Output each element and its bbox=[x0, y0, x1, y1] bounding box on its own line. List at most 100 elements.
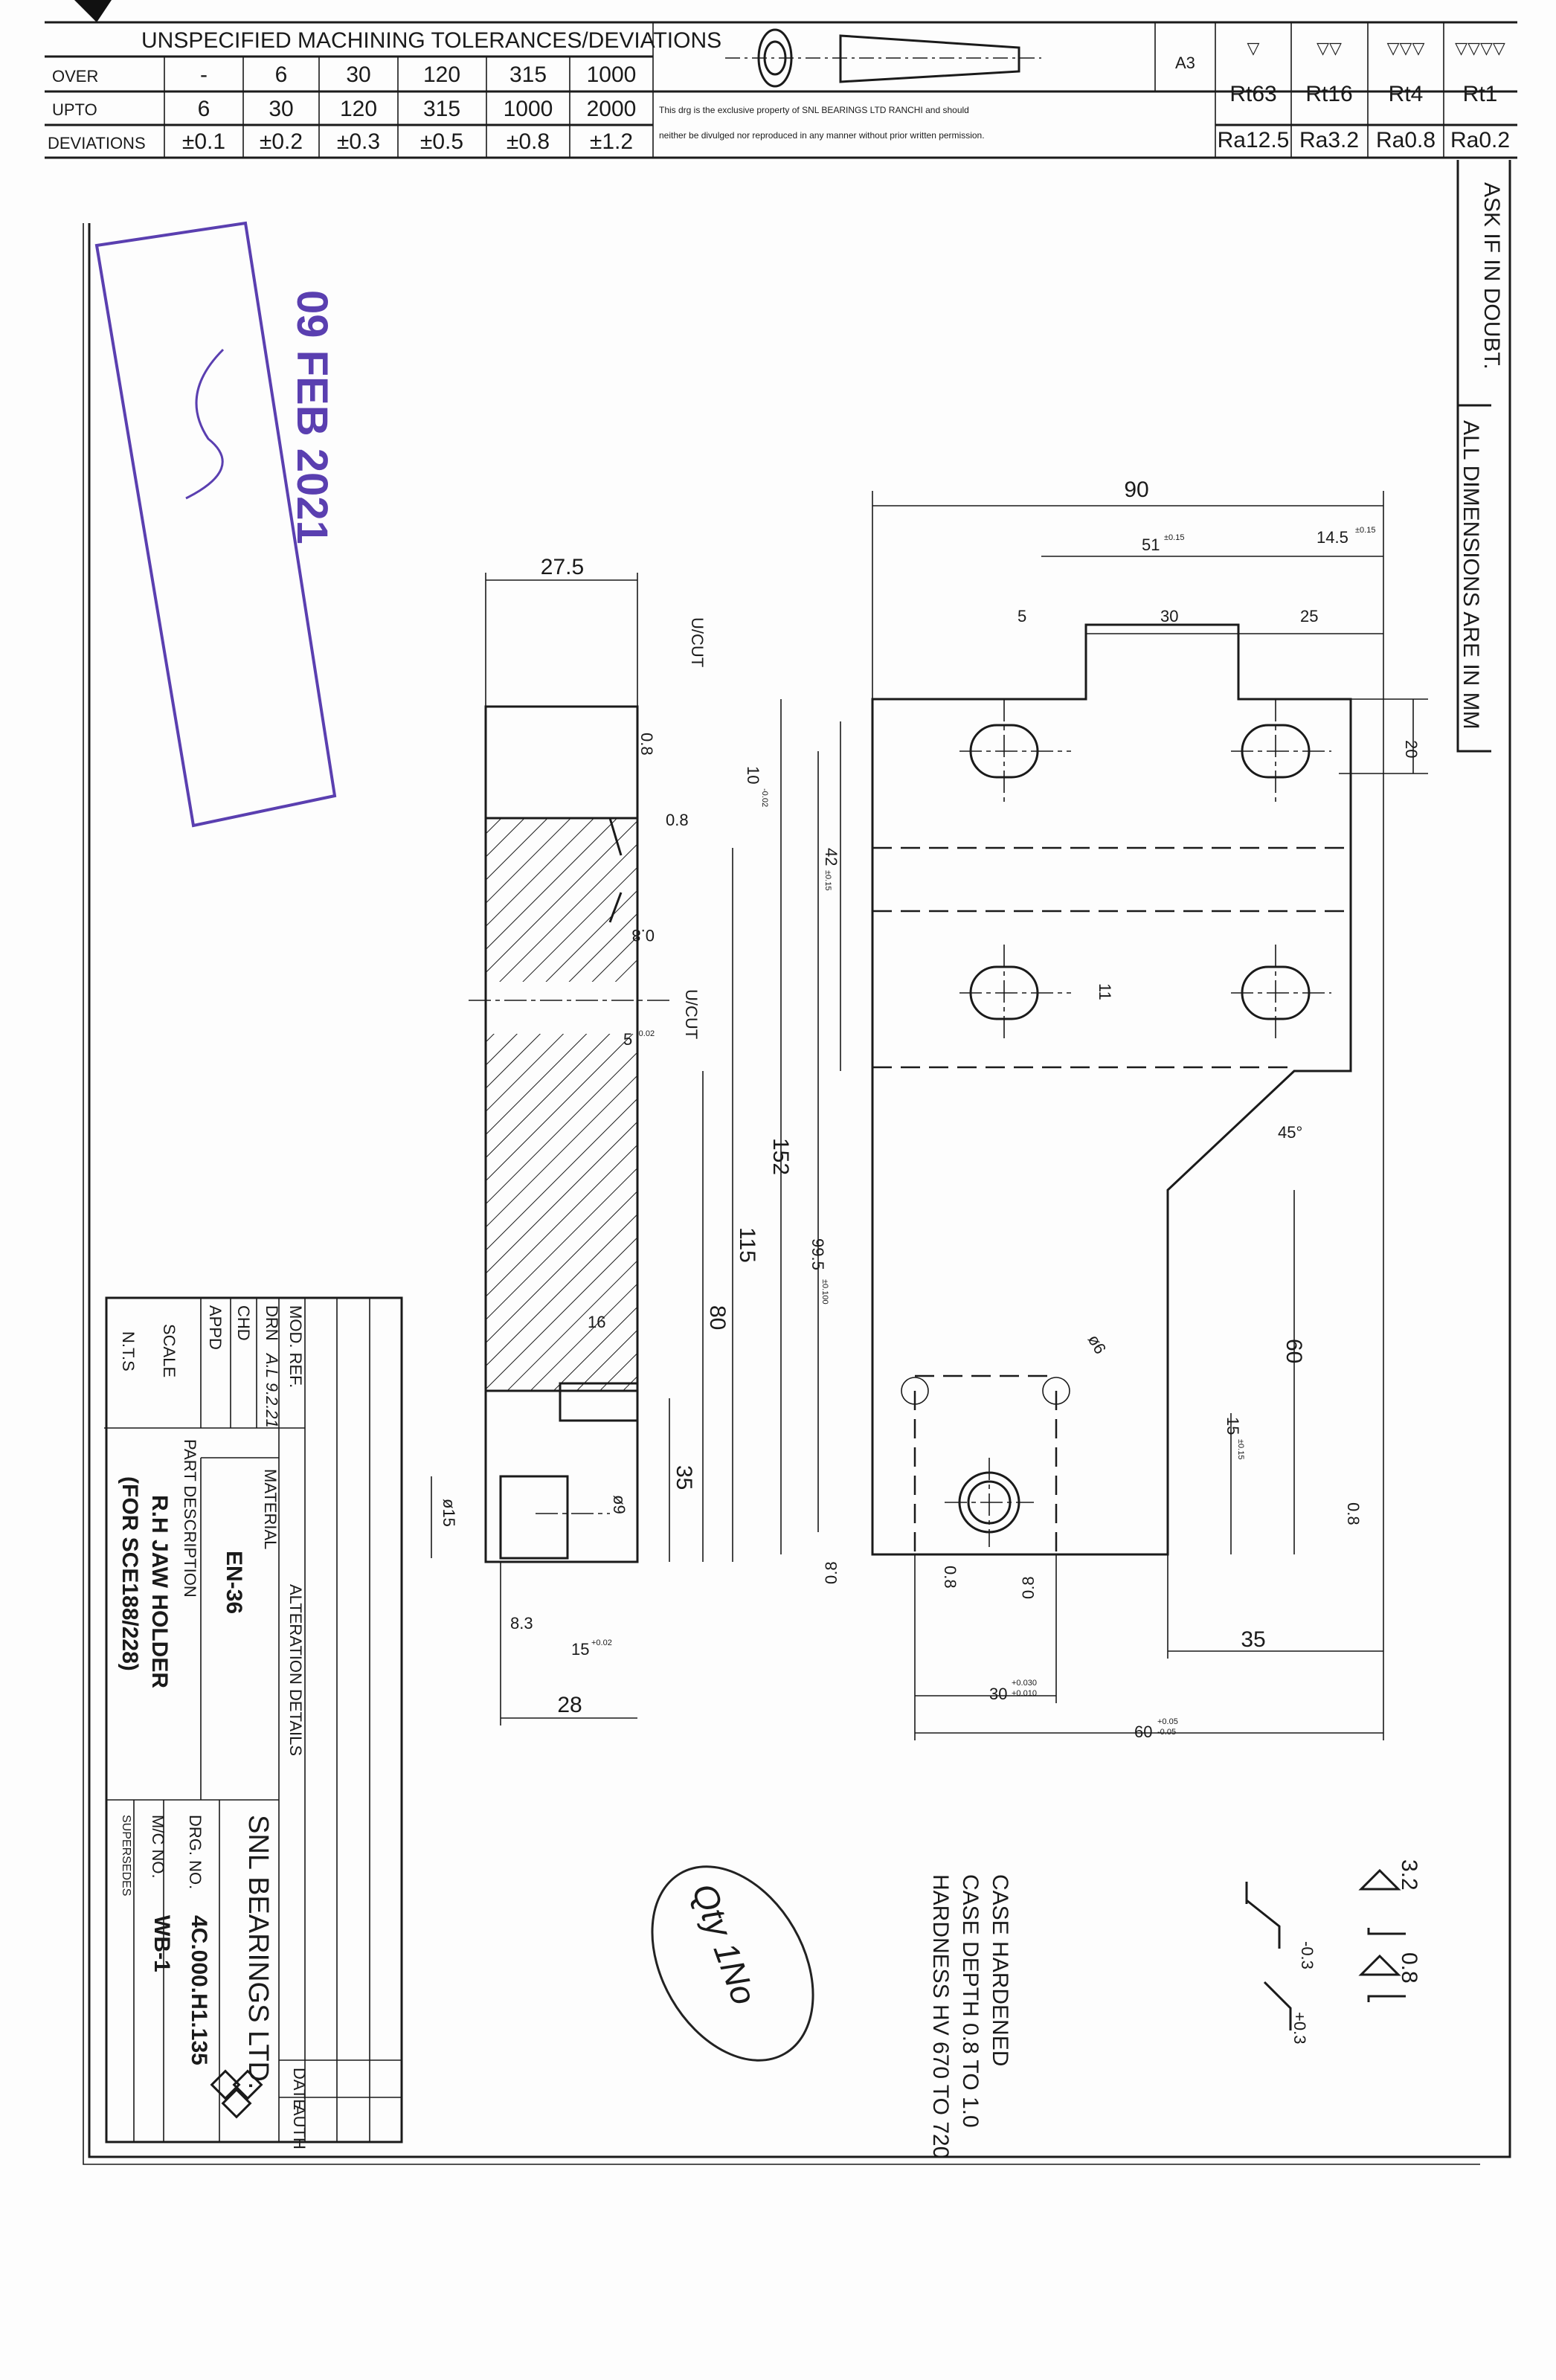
undercut-label: U/CUT bbox=[688, 617, 707, 667]
dim-15-tol: +0.02 bbox=[591, 1638, 612, 1647]
deviation-cell: ±0.1 bbox=[182, 129, 225, 154]
undercut-label-2: U/CUT bbox=[682, 989, 701, 1039]
part-name: R.H JAW HOLDER bbox=[147, 1495, 172, 1688]
deviation-cell: ±0.3 bbox=[337, 129, 380, 154]
dim-30-fit: 30 bbox=[989, 1685, 1007, 1703]
roughness-0-8: 0.8 bbox=[1019, 1576, 1038, 1599]
rt-cell: Rt63 bbox=[1229, 82, 1276, 106]
dim-60-tol-upper: +0.05 bbox=[1157, 1717, 1178, 1726]
dim-60-fit: 60 bbox=[1134, 1723, 1152, 1741]
surface-finish-legend: 3.2 0.8 -0.3 +0.3 bbox=[1245, 1859, 1421, 2044]
appd-label: APPD bbox=[206, 1305, 225, 1350]
dim-10: 10 bbox=[744, 766, 762, 784]
deviation-cell: ±0.8 bbox=[507, 129, 550, 154]
rt-cell: Rt16 bbox=[1305, 82, 1352, 106]
dim-115: 115 bbox=[735, 1227, 759, 1263]
dim-99-5-tol: ±0.100 bbox=[820, 1279, 829, 1305]
scan-shadow bbox=[74, 0, 112, 22]
general-notes-strip: ASK IF IN DOUBT. ALL DIMENSIONS ARE IN M… bbox=[1456, 160, 1504, 753]
row-label-upto: UPTO bbox=[52, 100, 97, 119]
dim-30: 30 bbox=[1160, 607, 1178, 625]
dim-60: 60 bbox=[1282, 1339, 1306, 1363]
over-cell: 315 bbox=[509, 62, 547, 87]
dim-80: 80 bbox=[705, 1305, 730, 1330]
dim-15-tol: ±0.15 bbox=[1236, 1439, 1245, 1459]
note-line: CASE HARDENED bbox=[988, 1874, 1012, 2066]
material-label: MATERIAL bbox=[261, 1469, 280, 1549]
scale-value: N.T.S bbox=[119, 1331, 138, 1371]
rt-cell: Rt1 bbox=[1463, 82, 1498, 106]
dim-42-tol: ±0.15 bbox=[823, 870, 832, 890]
dim-dia-6: ø6 bbox=[1084, 1331, 1110, 1357]
upto-cell: 2000 bbox=[587, 97, 637, 121]
company-name: SNL BEARINGS LTD. bbox=[242, 1815, 274, 2090]
tolerance-title: UNSPECIFIED MACHINING TOLERANCES/DEVIATI… bbox=[141, 28, 721, 53]
dim-152: 152 bbox=[768, 1138, 793, 1175]
dim-51-tol: ±0.15 bbox=[1164, 533, 1184, 542]
mod-ref-label: MOD. REF. bbox=[286, 1305, 305, 1388]
drg-no-label: DRG. NO. bbox=[186, 1815, 205, 1889]
roughness-symbol-icon: ▽▽▽▽ bbox=[1455, 39, 1505, 57]
over-cell: 6 bbox=[275, 62, 288, 87]
part-subtitle: (FOR SCE188/228) bbox=[118, 1476, 142, 1671]
slot-hole bbox=[901, 724, 1311, 1554]
dim-27-5: 27.5 bbox=[541, 555, 584, 579]
roughness-0-8: 0.8 bbox=[631, 926, 655, 945]
ask-if-in-doubt: ASK IF IN DOUBT. bbox=[1479, 182, 1504, 370]
auth-column-label: AUTH bbox=[290, 2105, 309, 2149]
dim-14-5-tol: ±0.15 bbox=[1355, 526, 1375, 535]
dim-35: 35 bbox=[1241, 1627, 1265, 1652]
drn-label: DRN bbox=[263, 1305, 281, 1341]
upto-cell: 1000 bbox=[504, 97, 553, 121]
upto-cell: 30 bbox=[269, 97, 293, 121]
dim-30-tol-upper: +0.030 bbox=[1012, 1679, 1037, 1688]
note-line: CASE DEPTH 0.8 TO 1.0 bbox=[958, 1874, 983, 2128]
projection-symbol-icon bbox=[725, 28, 1041, 88]
roughness-0-8: 0.8 bbox=[637, 733, 656, 756]
roughness-symbol-icon: ▽ bbox=[1247, 39, 1260, 57]
dim-51: 51 bbox=[1142, 536, 1160, 554]
roughness-symbol-icon: ▽▽▽ bbox=[1387, 39, 1425, 57]
dim-dia-15: ø15 bbox=[440, 1499, 458, 1527]
all-dimensions-in-mm: ALL DIMENSIONS ARE IN MM bbox=[1459, 420, 1483, 730]
over-cell: 30 bbox=[346, 62, 370, 87]
dim-5-tol: -0.02 bbox=[636, 1029, 655, 1038]
dim-dia-9: ø9 bbox=[610, 1495, 628, 1514]
dim-5: 5 bbox=[623, 1030, 632, 1049]
dim-20: 20 bbox=[1402, 740, 1421, 758]
dim-60-tol-lower: -0.05 bbox=[1157, 1728, 1176, 1737]
over-cell: 1000 bbox=[587, 62, 637, 87]
over-cell: 120 bbox=[423, 62, 460, 87]
date-column-label: DATE bbox=[290, 2068, 309, 2110]
machine-number: WB-1 bbox=[150, 1915, 174, 1972]
heat-treatment-notes: CASE HARDENED CASE DEPTH 0.8 TO 1.0 HARD… bbox=[928, 1874, 1012, 2158]
rt-cell: Rt4 bbox=[1389, 82, 1424, 106]
dim-15: 15 bbox=[571, 1640, 589, 1659]
chd-label: CHD bbox=[234, 1305, 253, 1341]
upto-cell: 120 bbox=[340, 97, 377, 121]
dim-10-tol: -0.02 bbox=[760, 788, 769, 807]
general-finish-value: 3.2 bbox=[1397, 1859, 1421, 1891]
sheet-size: A3 bbox=[1175, 54, 1195, 72]
stamp-date: 09 FEB 2021 bbox=[288, 290, 336, 544]
supersedes-label: SUPERSEDES bbox=[120, 1815, 132, 1896]
tolerance-minus: -0.3 bbox=[1298, 1941, 1317, 1969]
handwritten-quantity: Qty 1No bbox=[651, 1865, 814, 2062]
company-logo-icon bbox=[210, 2069, 263, 2119]
angle-45: 45° bbox=[1278, 1123, 1302, 1142]
roughness-symbol-icon: ▽▽ bbox=[1317, 39, 1342, 57]
ra-cell: Ra12.5 bbox=[1218, 128, 1290, 152]
dim-5: 5 bbox=[1017, 607, 1026, 625]
dim-11: 11 bbox=[1096, 983, 1114, 1000]
deviation-cell: ±1.2 bbox=[590, 129, 633, 154]
ra-cell: Ra0.8 bbox=[1376, 128, 1436, 152]
dim-90: 90 bbox=[1124, 477, 1148, 502]
scale-label: SCALE bbox=[160, 1324, 179, 1377]
roughness-0-8: 0.8 bbox=[941, 1566, 959, 1589]
deviation-cell: ±0.2 bbox=[260, 129, 303, 154]
ra-cell: Ra3.2 bbox=[1299, 128, 1359, 152]
tolerance-plus: +0.3 bbox=[1290, 2012, 1309, 2044]
row-label-deviations: DEVIATIONS bbox=[48, 134, 146, 152]
roughness-0-8: 0.8 bbox=[666, 811, 689, 829]
